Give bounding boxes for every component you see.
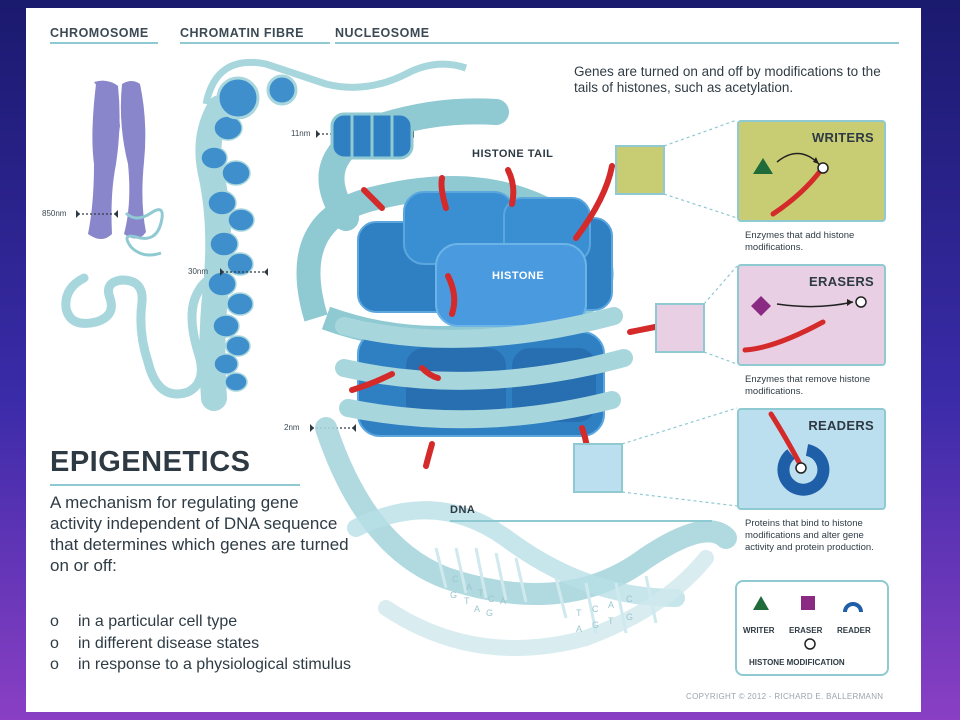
nucleosome-header-rule bbox=[335, 42, 899, 44]
bullet-marker: o bbox=[50, 634, 59, 652]
dna-base-letter: A bbox=[466, 582, 473, 592]
chromosome-illustration bbox=[88, 80, 146, 239]
dna-label-rule bbox=[450, 520, 712, 522]
list-item: o in a particular cell type bbox=[50, 611, 351, 633]
dna-base-letter: G bbox=[450, 590, 458, 600]
histone-modification-icon bbox=[855, 296, 867, 308]
erasers-box: ERASERS bbox=[737, 264, 886, 366]
scale-label-30nm: 30nm bbox=[188, 267, 209, 276]
dna-base-letter: A bbox=[576, 624, 583, 634]
chromatin-header-rule bbox=[180, 42, 330, 44]
reader-horseshoe-icon bbox=[777, 444, 830, 496]
writers-title: WRITERS bbox=[811, 130, 874, 145]
readers-caption: Proteins that bind to histone modificati… bbox=[745, 518, 874, 553]
dna-base-letter: A bbox=[500, 596, 507, 606]
writers-connector-square bbox=[615, 145, 665, 195]
chromatin-fibre-illustration bbox=[195, 58, 468, 411]
small-nucleosome bbox=[330, 112, 414, 160]
epigenetics-artwork bbox=[61, 58, 738, 656]
dna-base-letter: A bbox=[608, 600, 615, 610]
reader-legend-icon bbox=[843, 602, 863, 613]
bullet-marker: o bbox=[50, 613, 59, 630]
histone-modification-icon bbox=[795, 462, 807, 474]
chromosome-header-rule bbox=[50, 42, 158, 44]
list-item: o in response to a physiological stimulus bbox=[50, 654, 351, 676]
dna-helix bbox=[315, 417, 737, 656]
dna-base-letter: C bbox=[592, 604, 599, 614]
eraser-diamond-icon bbox=[751, 296, 771, 316]
writer-triangle-icon bbox=[753, 158, 773, 174]
dna-base-letter: C bbox=[452, 574, 459, 584]
scale-label-850nm: 850nm bbox=[42, 209, 67, 218]
dna-base-letter: T bbox=[608, 616, 614, 626]
dna-base-letter: G bbox=[626, 612, 634, 622]
dna-base-letter: C bbox=[488, 594, 495, 604]
legend-eraser-label: ERASER bbox=[789, 626, 823, 635]
arrow-icon bbox=[813, 157, 819, 164]
arrow-icon bbox=[847, 299, 853, 306]
legend-icons bbox=[753, 596, 863, 650]
bullet-list: o in a particular cell type o in different… bbox=[50, 611, 351, 676]
dna-base-letter: C bbox=[626, 594, 633, 604]
dna-base-letter: A bbox=[474, 604, 481, 614]
page-title: EPIGENETICS bbox=[50, 446, 251, 478]
dna-base-letter: T bbox=[478, 588, 484, 598]
bullet-text: in response to a physiological stimulus bbox=[78, 656, 352, 673]
readers-box: READERS bbox=[737, 408, 886, 510]
bullet-text: in different disease states bbox=[78, 634, 260, 652]
title-rule bbox=[50, 484, 300, 486]
histone-tails bbox=[349, 163, 663, 469]
list-item: o in different disease states bbox=[50, 633, 351, 655]
writers-diagram bbox=[753, 152, 829, 217]
dna-base-letter: G bbox=[592, 620, 600, 630]
erasers-diagram bbox=[742, 296, 867, 353]
readers-title: READERS bbox=[808, 418, 874, 433]
nucleosome-header: NUCLEOSOME bbox=[335, 26, 430, 40]
readers-connector-square bbox=[573, 443, 623, 493]
intro-text: Genes are turned on and off by modificat… bbox=[574, 64, 881, 95]
scale-label-2nm: 2nm bbox=[284, 423, 300, 432]
erasers-connector-square bbox=[655, 303, 705, 353]
histone-tail-label: HISTONE TAIL bbox=[472, 148, 554, 160]
copyright-text: COPYRIGHT © 2012 - RICHARD E. BALLERMANN bbox=[686, 692, 884, 701]
scale-label-11nm: 11nm bbox=[291, 129, 311, 138]
writers-box: WRITERS bbox=[737, 120, 886, 222]
dna-base-letter: T bbox=[576, 608, 582, 618]
description-text: A mechanism for regulating gene activity… bbox=[50, 493, 349, 575]
chromosome-header: CHROMOSOME bbox=[50, 26, 149, 40]
dna-base-letter: T bbox=[464, 596, 470, 606]
modification-legend-icon bbox=[804, 638, 816, 650]
erasers-title: ERASERS bbox=[809, 274, 874, 289]
writer-legend-icon bbox=[753, 596, 769, 610]
legend: WRITER ERASER READER HISTONE MODIFICATIO… bbox=[735, 580, 889, 676]
histone-modification-icon bbox=[817, 162, 829, 174]
dna-label: DNA bbox=[450, 504, 476, 516]
bullet-marker: o bbox=[50, 656, 59, 673]
infographic-panel: CHROMOSOME CHROMATIN FIBRE NUCLEOSOME Ge… bbox=[26, 8, 921, 712]
chromatin-fibre-header: CHROMATIN FIBRE bbox=[180, 26, 304, 40]
legend-writer-label: WRITER bbox=[743, 626, 775, 635]
legend-modification-label: HISTONE MODIFICATION bbox=[749, 658, 845, 667]
erasers-caption: Enzymes that remove histone modification… bbox=[745, 374, 871, 397]
readers-diagram bbox=[768, 411, 830, 496]
writers-caption: Enzymes that add histone modifications. bbox=[745, 230, 855, 253]
bullet-text: in a particular cell type bbox=[78, 613, 238, 630]
eraser-legend-icon bbox=[801, 596, 815, 610]
dna-base-letter: G bbox=[486, 608, 494, 618]
histone-label: HISTONE bbox=[492, 270, 545, 282]
legend-reader-label: READER bbox=[837, 626, 871, 635]
